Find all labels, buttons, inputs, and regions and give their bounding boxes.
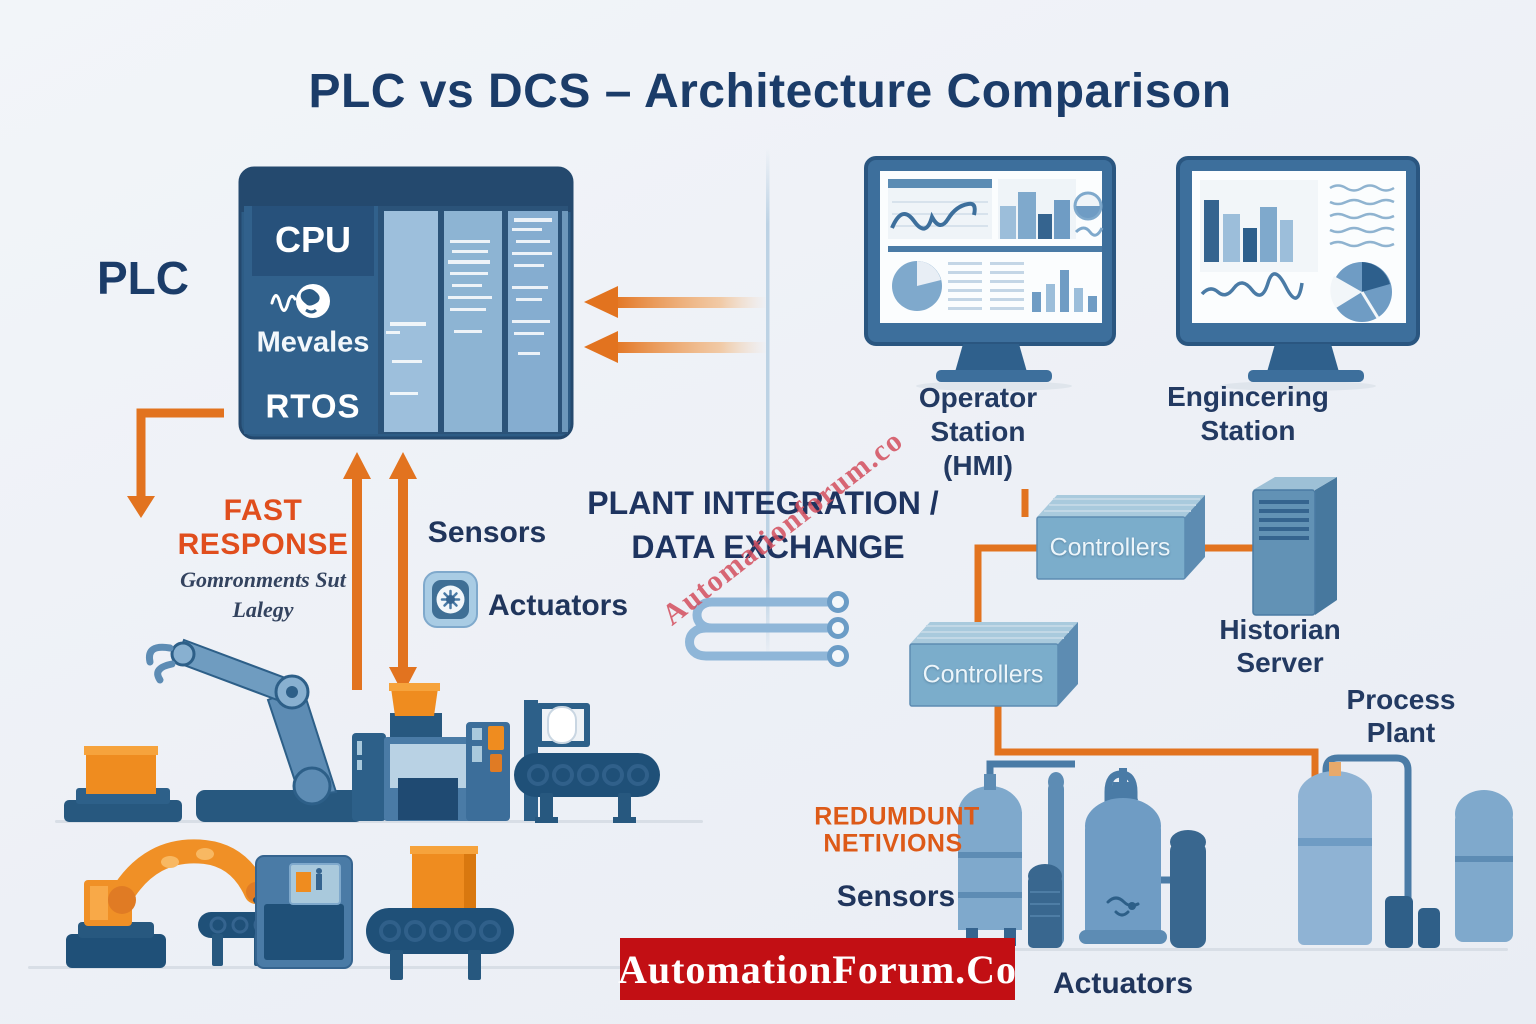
operator-station-line3: (HMI) [943, 450, 1013, 481]
upper-controllers-label: Controllers [1049, 533, 1171, 562]
plc-modules-label: Mevales [256, 326, 370, 359]
conveyor-1 [514, 753, 660, 823]
operator-station-monitor [864, 156, 1116, 391]
sensors-label-right: Sensors [836, 880, 956, 913]
dcs-network-lines [974, 489, 1319, 798]
actuators-label-left: Actuators [487, 589, 629, 622]
operator-station-line2: Station [930, 416, 1026, 447]
plc-system-label: PLC [97, 252, 189, 304]
brand-banner: AutomationForum.Co [617, 938, 1018, 1000]
tank-1 [958, 774, 1022, 946]
fast-response-line1: FAST [223, 494, 303, 527]
fast-response-note-line1: Gomronments Sut [180, 567, 346, 592]
center-divider [766, 148, 770, 658]
dark-column-2 [1170, 830, 1206, 948]
brand-banner-text: AutomationForum.Co [617, 946, 1018, 992]
io-arrows [343, 452, 417, 694]
historian-label-line1: Historian [1219, 614, 1341, 645]
tank-big [1079, 768, 1167, 944]
fast-response-arrow [127, 408, 224, 518]
machine-cabinet-2 [255, 855, 353, 969]
redundant-note-line1: REDUMDUNT [814, 802, 980, 831]
dark-column-1 [1028, 864, 1062, 948]
tank-edge [1455, 790, 1513, 942]
tank-3 [1298, 762, 1372, 945]
plc-rack-illustration [238, 166, 574, 440]
plc-rtos-label: RTOS [265, 387, 361, 425]
filling-machine [352, 683, 472, 821]
robot-arm-blue [145, 638, 364, 822]
robot-arm-orange [66, 839, 277, 968]
page-title: PLC vs DCS – Architecture Comparison [308, 65, 1232, 118]
fast-response-note-line2: Lalegy [232, 597, 294, 622]
historian-server-tower [1252, 477, 1337, 616]
sensors-label-left: Sensors [427, 516, 547, 549]
fast-response-line2: RESPONSE [177, 528, 349, 561]
integration-title-line1: PLANT INTEGRATION / [587, 485, 939, 521]
factory-row1 [64, 638, 660, 823]
actuators-label-right: Actuators [1052, 967, 1194, 1000]
upper-controllers-box [1036, 495, 1205, 580]
plc-cpu-label: CPU [274, 219, 352, 260]
process-plant-line2: Plant [1366, 717, 1436, 748]
data-bus-icon [685, 591, 849, 667]
process-plant-line1: Process [1346, 684, 1456, 715]
engineering-station-line1: Engincering [1167, 381, 1329, 412]
conveyor-2 [366, 846, 514, 980]
factory-row2 [66, 839, 514, 980]
lower-controllers-label: Controllers [922, 660, 1044, 689]
engineering-station-monitor [1176, 156, 1420, 391]
integration-title-line2: DATA EXCHANGE [631, 529, 905, 565]
historian-label-line2: Server [1236, 647, 1324, 678]
signal-globe-icon [270, 284, 330, 318]
scan-arrows [584, 286, 767, 363]
redundant-note-line2: NETIVIONS [823, 829, 963, 858]
operator-station-line1: Operator [918, 382, 1038, 413]
control-cabinet [466, 722, 510, 821]
actuator-gear-icon [423, 571, 478, 628]
process-plant-illustration [958, 754, 1513, 948]
pallet-with-box [64, 746, 182, 822]
small-cylinders [1385, 896, 1440, 948]
lower-controllers-box [909, 622, 1078, 707]
engineering-station-line2: Station [1200, 415, 1296, 446]
